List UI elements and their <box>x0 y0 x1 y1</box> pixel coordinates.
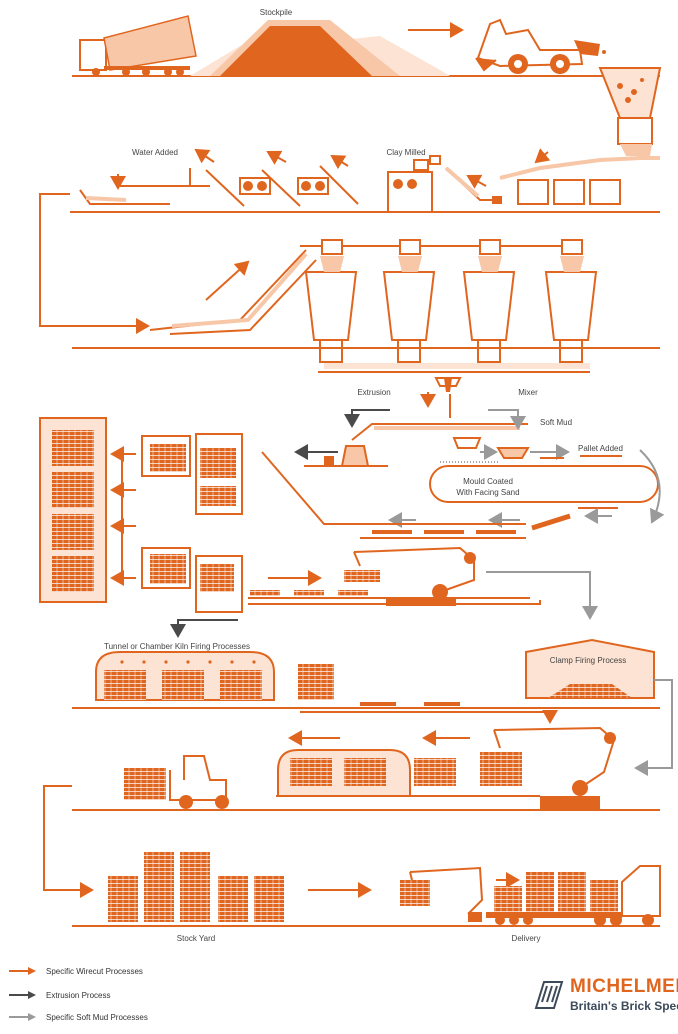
brand-logo: MICHELMEF Britain's Brick Spec <box>532 974 678 1020</box>
orange-arrow-icon <box>8 966 38 976</box>
row-extrusion-softmud <box>262 392 660 538</box>
row-stockpile <box>72 16 660 156</box>
unloading-row <box>44 728 660 890</box>
brand-name: MICHELMEF <box>570 976 678 998</box>
dryers <box>40 418 242 612</box>
row-silos <box>72 240 660 392</box>
feeder-boxes <box>492 180 620 204</box>
row-milling <box>40 150 660 326</box>
legend-label: Extrusion Process <box>46 991 110 1000</box>
michelmersh-logo-icon <box>532 978 566 1010</box>
label-facing-sand: With Facing Sand <box>456 488 519 498</box>
legend-soft-mud: Specific Soft Mud Processes <box>8 1010 148 1024</box>
label-clay-milled: Clay Milled <box>386 148 425 158</box>
legend-extrusion: Extrusion Process <box>8 988 110 1002</box>
label-stock-yard: Stock Yard <box>177 934 215 944</box>
legend-wirecut: Specific Wirecut Processes <box>8 964 143 978</box>
legend-label: Specific Soft Mud Processes <box>46 1013 148 1022</box>
label-mixer: Mixer <box>518 388 538 398</box>
label-delivery: Delivery <box>512 934 541 944</box>
label-mould-coated: Mould Coated <box>463 477 513 487</box>
tipper-truck <box>80 16 196 76</box>
label-soft-mud: Soft Mud <box>540 418 572 428</box>
conveyors <box>80 166 496 206</box>
roller-mills <box>240 156 440 212</box>
label-tunnel-kiln: Tunnel or Chamber Kiln Firing Processes <box>104 642 250 652</box>
wheel-loader <box>476 20 606 74</box>
stockpile-mound <box>190 20 450 76</box>
setting-robot-row <box>178 548 590 636</box>
label-clamp-firing: Clamp Firing Process <box>550 656 626 666</box>
legend-label: Specific Wirecut Processes <box>46 967 143 976</box>
dark-arrow-icon <box>8 990 38 1000</box>
stockyard-delivery-row <box>72 852 660 926</box>
silos <box>306 240 596 362</box>
clay-hopper <box>600 68 660 156</box>
label-stockpile: Stockpile <box>260 8 292 18</box>
grey-arrow-icon <box>8 1012 38 1022</box>
label-water-added: Water Added <box>132 148 178 158</box>
label-extrusion: Extrusion <box>357 388 390 398</box>
brand-tagline: Britain's Brick Spec <box>570 999 678 1013</box>
label-pallet-added: Pallet Added <box>578 444 623 454</box>
